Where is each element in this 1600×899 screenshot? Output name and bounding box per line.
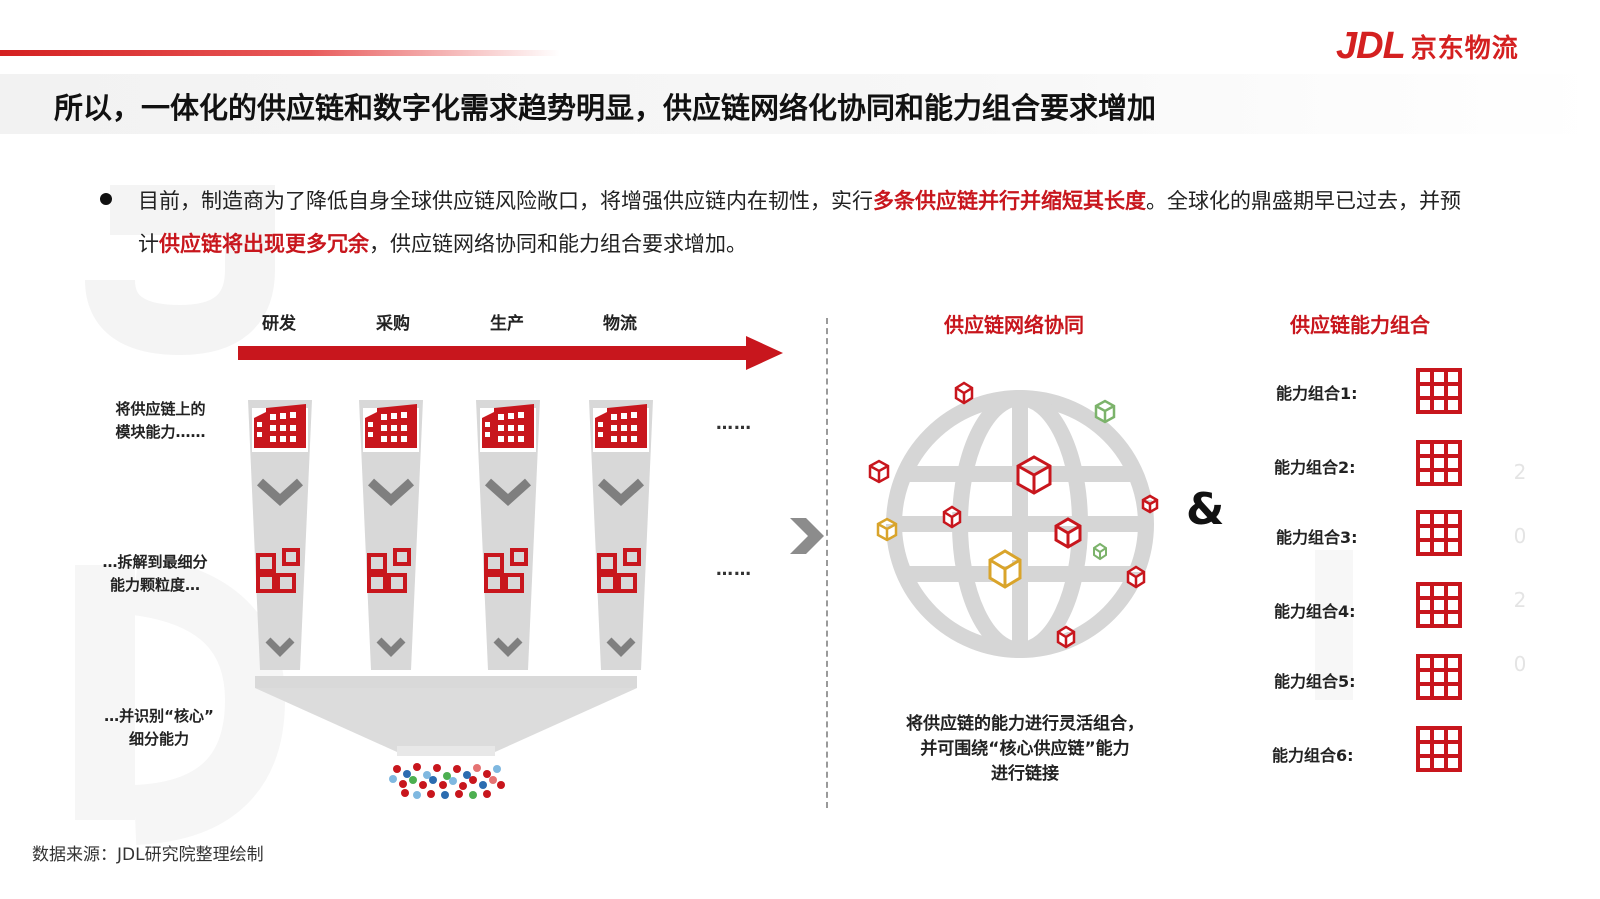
chevron-down-icon bbox=[367, 478, 415, 507]
chevron-down-icon bbox=[265, 637, 295, 657]
grid-icon bbox=[1416, 510, 1462, 556]
grid-icon bbox=[1416, 368, 1462, 414]
cube-icon bbox=[1016, 455, 1052, 495]
module-icon bbox=[597, 548, 641, 593]
grid-icon bbox=[1416, 654, 1462, 700]
label-decompose-line-1: …拆解到最细分 bbox=[102, 553, 208, 571]
globe-icon bbox=[868, 381, 1159, 658]
grid-icon bbox=[1416, 726, 1462, 772]
intro-paragraph: 目前，制造商为了降低自身全球供应链风险敞口，将增强供应链内在韧性，实行多条供应链… bbox=[138, 180, 1468, 266]
stage-label-logistics: 物流 bbox=[603, 314, 637, 334]
chevron-down-icon bbox=[493, 637, 523, 657]
combo-label-6: 能力组合6: bbox=[1272, 746, 1354, 765]
arrow-right-icon bbox=[790, 518, 824, 554]
section-divider bbox=[826, 318, 828, 808]
capability-particles bbox=[389, 763, 505, 799]
chevron-down-icon bbox=[256, 478, 304, 507]
grid-icon bbox=[1416, 440, 1462, 486]
label-identify-core-line-1: …并识别“核心” bbox=[104, 707, 214, 725]
chevron-down-icon bbox=[376, 637, 406, 657]
cube-icon bbox=[1094, 399, 1116, 424]
label-identify-core-line-2: 细分能力 bbox=[128, 730, 189, 748]
combo-label-2: 能力组合2: bbox=[1274, 458, 1356, 477]
label-modules-line-2: 模块能力…… bbox=[115, 423, 206, 441]
module-icon bbox=[256, 548, 300, 593]
title-band bbox=[0, 74, 1600, 134]
header-accent-line bbox=[0, 50, 560, 56]
grid-icon bbox=[1416, 582, 1462, 628]
label-modules: 将供应链上的 模块能力…… bbox=[78, 398, 243, 444]
label-decompose-line-2: 能力颗粒度… bbox=[109, 576, 200, 594]
funnel-shape bbox=[255, 676, 637, 799]
intro-text-1: 目前，制造商为了降低自身全球供应链风险敞口，将增强供应链内在韧性，实行 bbox=[138, 189, 873, 213]
network-caption-line-1: 将供应链的能力进行灵活组合， bbox=[906, 714, 1144, 734]
process-arrow-icon bbox=[238, 336, 783, 370]
network-caption-line-2: 并可围绕“核心供应链”能力 bbox=[920, 739, 1130, 759]
ellipsis-row-2: …… bbox=[716, 560, 752, 580]
source-note: 数据来源：JDL研究院整理绘制 bbox=[32, 845, 264, 865]
building-icon bbox=[480, 404, 536, 452]
cube-icon bbox=[954, 381, 974, 405]
combo-label-3: 能力组合3: bbox=[1276, 528, 1358, 547]
cube-icon bbox=[1054, 517, 1082, 549]
building-icon bbox=[252, 404, 308, 452]
cube-icon bbox=[988, 549, 1022, 589]
page-title: 所以，一体化的供应链和数字化需求趋势明显，供应链网络化协同和能力组合要求增加 bbox=[54, 91, 1157, 125]
stage-column-production bbox=[476, 400, 540, 670]
stage-column-procurement bbox=[359, 400, 423, 670]
chevron-down-icon bbox=[606, 637, 636, 657]
stage-column-logistics bbox=[589, 400, 653, 670]
ellipsis-row-1: …… bbox=[716, 414, 752, 434]
bullet-dot bbox=[100, 193, 112, 205]
stage-label-procurement: 采购 bbox=[376, 314, 410, 334]
module-icon bbox=[367, 548, 411, 593]
brand-logo: JDL 京东物流 bbox=[1336, 24, 1519, 67]
module-icon bbox=[484, 548, 528, 593]
intro-text-3: ，供应链网络协同和能力组合要求增加。 bbox=[369, 232, 747, 256]
cube-icon bbox=[868, 459, 890, 484]
cube-icon bbox=[1126, 565, 1146, 589]
building-icon bbox=[593, 404, 649, 452]
ampersand: & bbox=[1186, 484, 1225, 535]
cube-icon bbox=[876, 517, 898, 542]
network-title: 供应链网络协同 bbox=[944, 313, 1084, 337]
building-icon bbox=[363, 404, 419, 452]
chevron-down-icon bbox=[484, 478, 532, 507]
combo-label-1: 能力组合1: bbox=[1276, 384, 1358, 403]
intro-highlight-2: 供应链将出现更多冗余 bbox=[159, 232, 369, 256]
combo-label-5: 能力组合5: bbox=[1274, 672, 1356, 691]
stage-label-rd: 研发 bbox=[262, 314, 296, 334]
stage-column-rd bbox=[248, 400, 312, 670]
network-caption-line-3: 进行链接 bbox=[991, 764, 1059, 784]
cube-icon bbox=[1093, 542, 1107, 561]
intro-text-2: 。全球化的鼎盛期早已过去，并预计 bbox=[138, 189, 1461, 256]
stage-label-production: 生产 bbox=[490, 314, 524, 334]
cube-icon bbox=[1141, 494, 1159, 514]
cube-icon bbox=[942, 505, 962, 529]
brand-name: 京东物流 bbox=[1410, 33, 1519, 64]
watermark-year: 2020 bbox=[1513, 460, 1527, 676]
combo-label-4: 能力组合4: bbox=[1274, 602, 1356, 621]
combos-title: 供应链能力组合 bbox=[1290, 313, 1430, 337]
brand-mark: JDL bbox=[1336, 24, 1406, 67]
intro-highlight-1: 多条供应链并行并缩短其长度 bbox=[873, 189, 1146, 213]
network-caption: 将供应链的能力进行灵活组合， 并可围绕“核心供应链”能力 进行链接 bbox=[880, 712, 1170, 787]
label-identify-core: …并识别“核心” 细分能力 bbox=[78, 705, 240, 751]
label-decompose: …拆解到最细分 能力颗粒度… bbox=[70, 551, 240, 597]
chevron-down-icon bbox=[597, 478, 645, 507]
label-modules-line-1: 将供应链上的 bbox=[115, 400, 206, 418]
cube-icon bbox=[1056, 625, 1076, 649]
